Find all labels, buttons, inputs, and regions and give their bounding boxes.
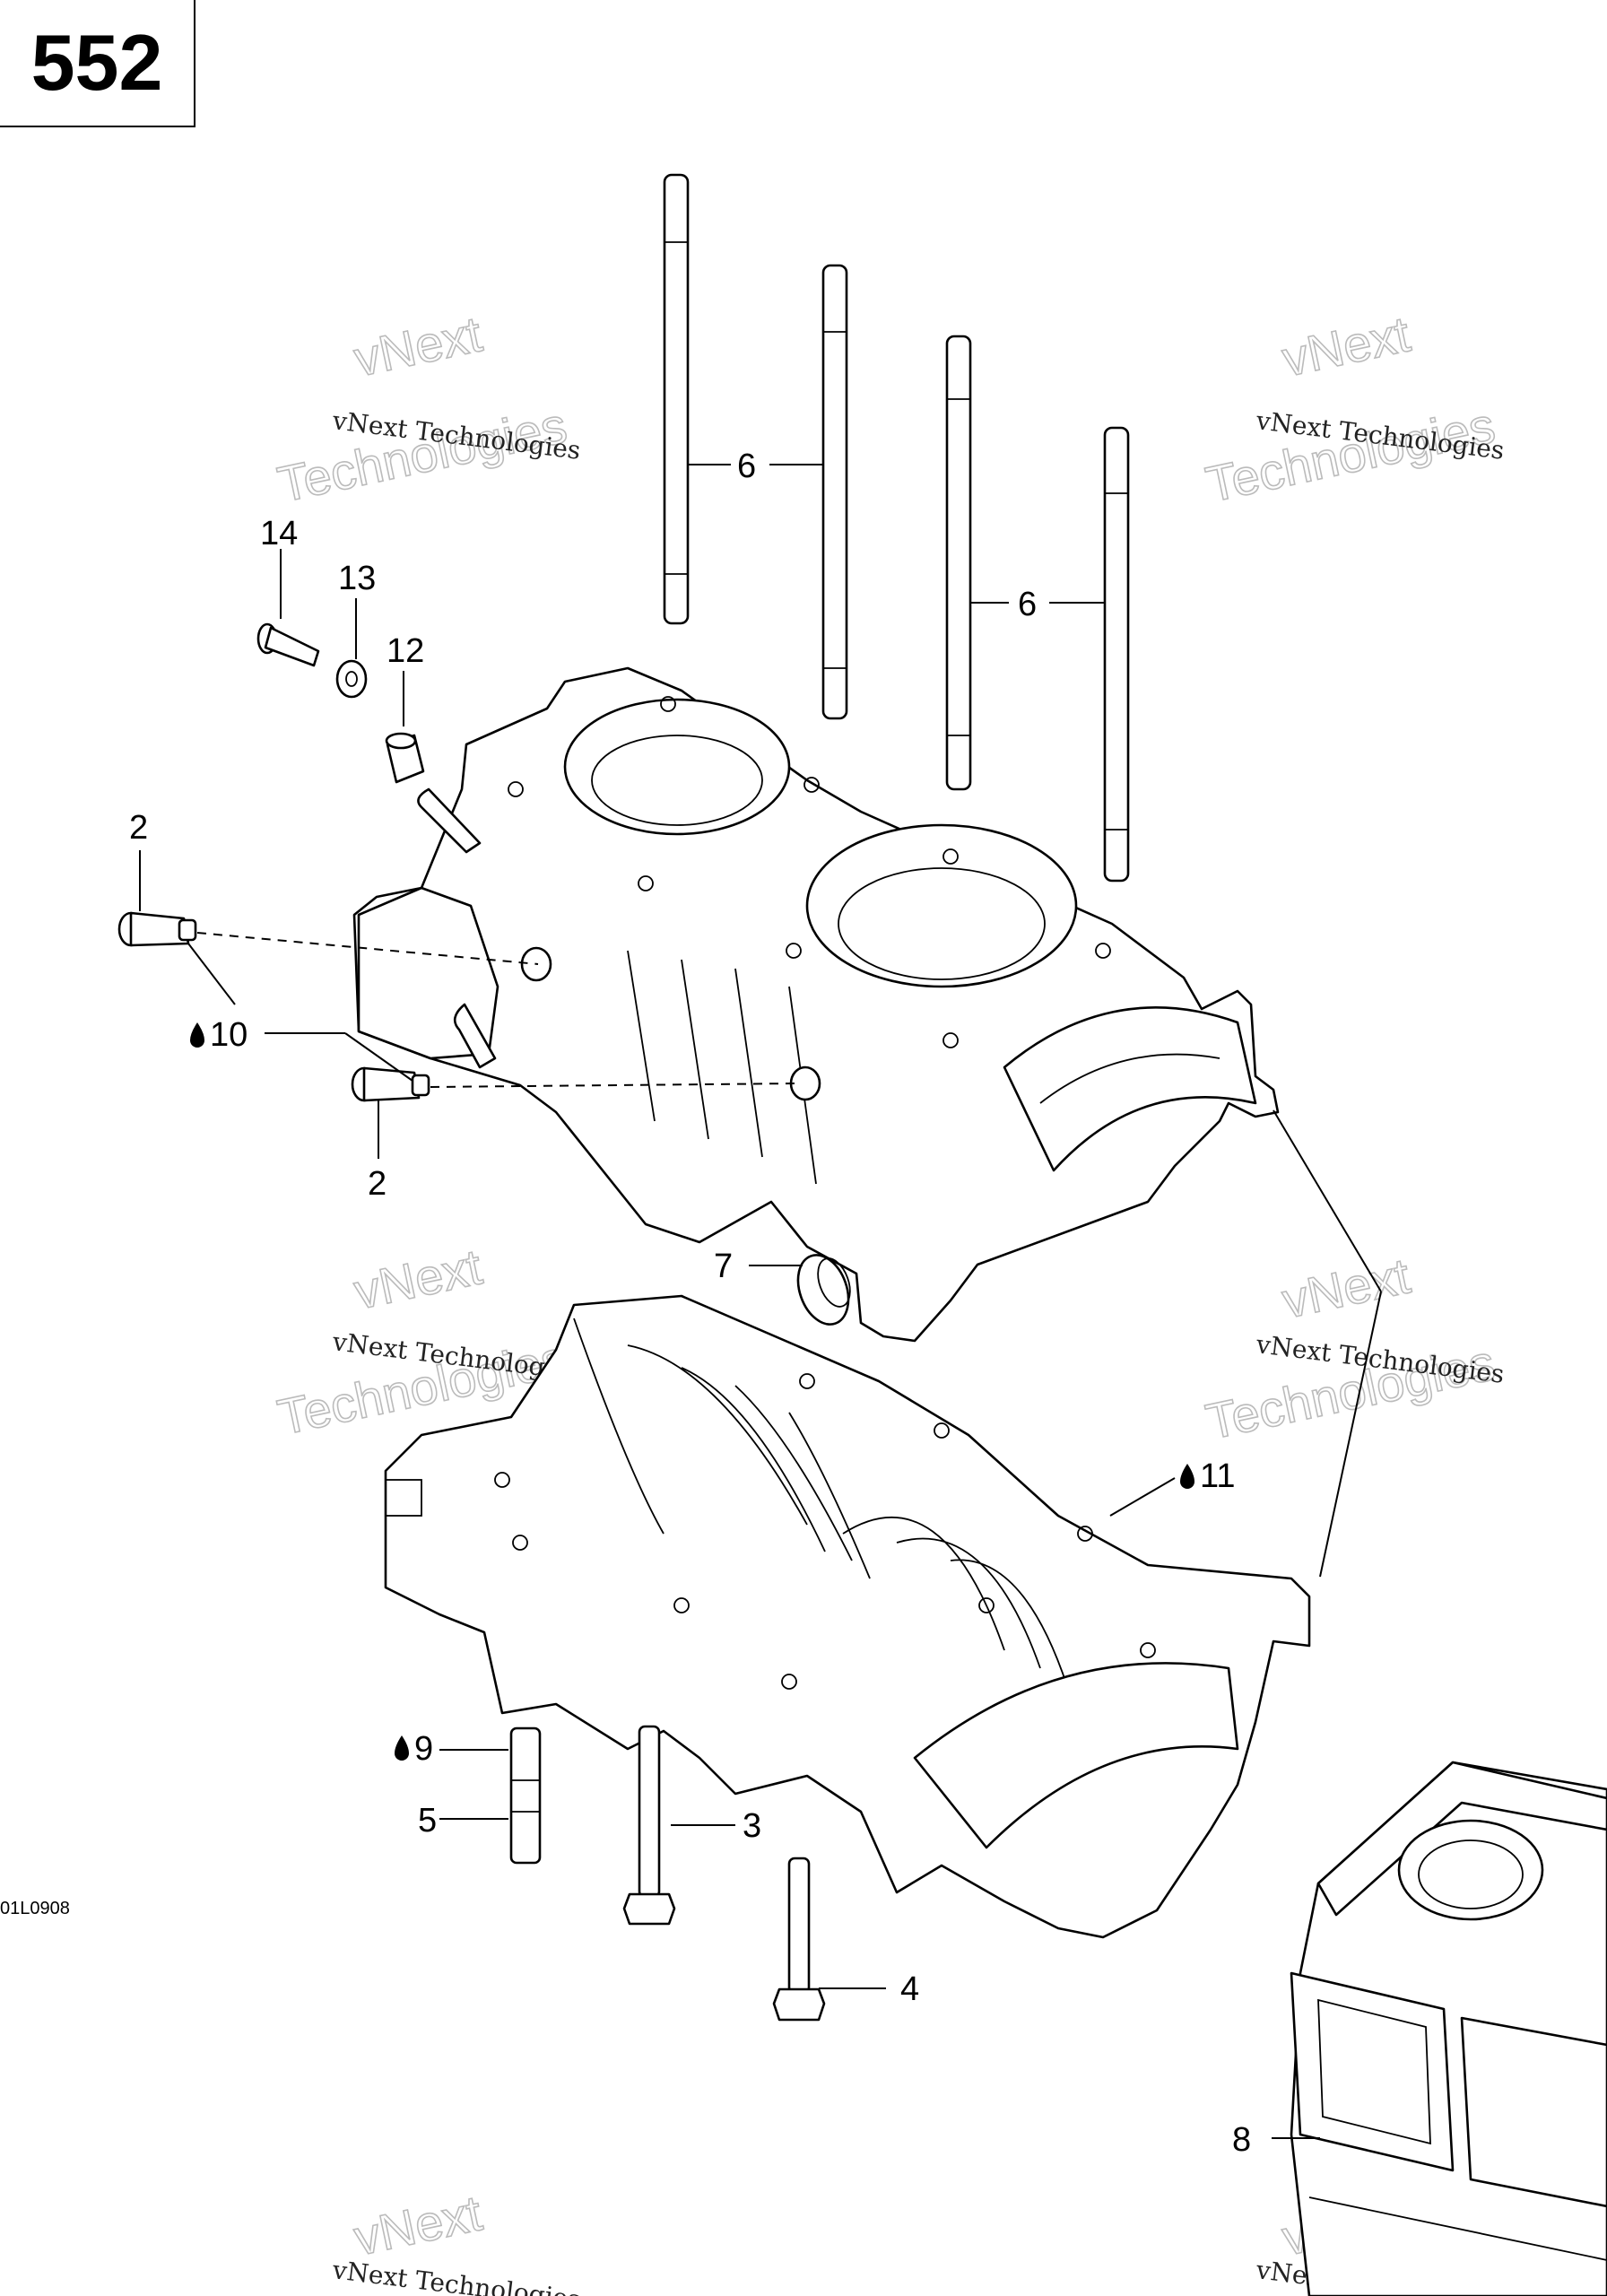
callout-9: 9 (395, 1730, 433, 1768)
seal-7 (796, 1254, 851, 1326)
oil-drop-icon (395, 1735, 409, 1761)
washer-13 (335, 659, 368, 699)
watermark-mid-left: vNext Technologies vNext Technologies (273, 1237, 583, 1446)
callout-2-bottom: 2 (368, 1165, 387, 1203)
watermark-top-right: vNext Technologies vNext Technologies (1201, 304, 1507, 513)
fitting-2-top (117, 911, 197, 947)
svg-text:vNext: vNext (349, 1238, 487, 1319)
screw-14 (256, 622, 320, 667)
callout-5: 5 (418, 1802, 437, 1839)
callout-6-left: 6 (737, 448, 756, 485)
plug-12 (385, 732, 425, 784)
callout-6-right: 6 (1018, 586, 1037, 623)
oil-drop-icon (1180, 1464, 1194, 1489)
watermark-bottom-left: vNext vNext Technologies (330, 2183, 582, 2296)
lower-crankcase (384, 1294, 1311, 1939)
callout-4: 4 (900, 1970, 919, 2008)
oil-drop-icon (190, 1022, 204, 1048)
svg-text:vNext: vNext (1277, 1247, 1415, 1328)
svg-text:9: 9 (414, 1730, 433, 1768)
callout-2-top: 2 (129, 809, 148, 847)
stud-5 (509, 1726, 542, 1865)
callout-3: 3 (743, 1807, 761, 1845)
stud-6d (1103, 426, 1130, 883)
leader-lines (139, 464, 1382, 2139)
page-number: 552 (0, 0, 195, 127)
reference-code: 01L0908 (0, 1899, 70, 1918)
svg-text:vNext Technologies: vNext Technologies (330, 2255, 582, 2296)
fitting-2-bottom (351, 1066, 430, 1102)
callout-8: 8 (1232, 2121, 1251, 2159)
engine-assembly-8 (1290, 1761, 1607, 2296)
svg-text:vNext: vNext (1277, 305, 1415, 387)
callout-10: 10 (190, 1016, 248, 1054)
callout-14: 14 (260, 515, 298, 552)
svg-text:11: 11 (1200, 1457, 1235, 1495)
upper-crankcase (352, 666, 1280, 1343)
callout-13: 13 (338, 560, 376, 597)
callout-7: 7 (714, 1248, 733, 1285)
callout-11: 11 (1180, 1457, 1235, 1495)
stud-6a (663, 173, 690, 625)
bolt-4 (772, 1857, 826, 2022)
bolt-3 (622, 1725, 676, 1926)
svg-text:vNext: vNext (349, 2184, 487, 2266)
svg-text:vNext: vNext (349, 305, 487, 387)
callout-labels: 14 13 12 2 2 6 6 7 5 3 4 8 10 11 9 01L09… (0, 448, 1251, 2159)
callout-12: 12 (387, 632, 424, 670)
stud-6b (821, 264, 848, 720)
svg-text:10: 10 (210, 1016, 248, 1054)
watermark-top-left: vNext Technologies vNext Technologies (273, 304, 583, 513)
stud-6c (945, 335, 972, 791)
